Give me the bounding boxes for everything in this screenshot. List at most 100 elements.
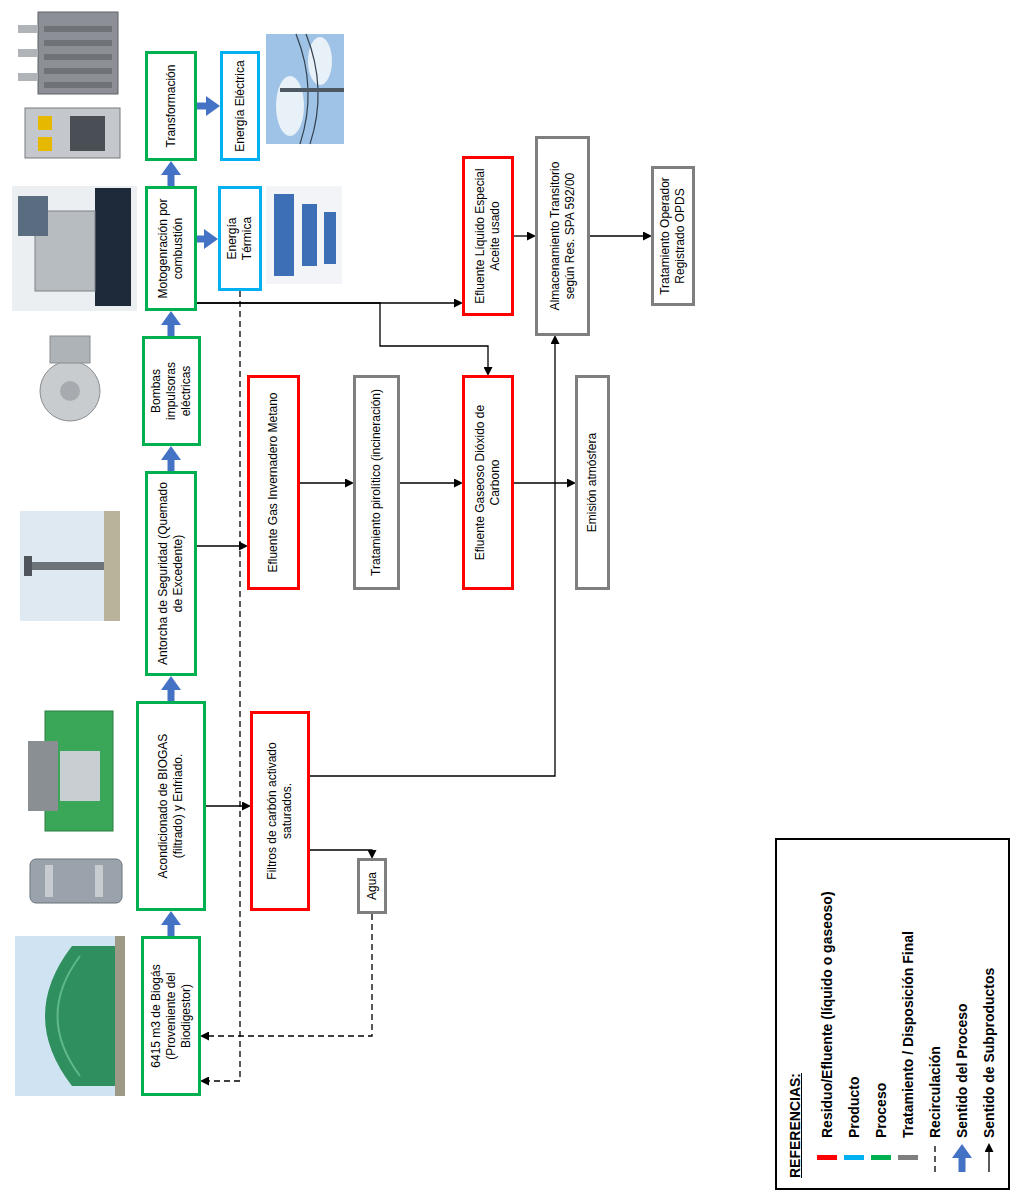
filter-photo-part [45,865,53,897]
legend-sample [924,1138,946,1178]
treatment-box: Almacenamiento Transitorio según Res. SP… [535,136,590,336]
power-lines-photo-part [308,37,332,85]
effluent-box: Efluente Líquido Especial Aceite usado [462,156,514,316]
biogas-tank-photo-part [15,936,125,1096]
blower-photo-part [40,361,100,421]
transformer-photo-part [18,73,38,81]
power-lines-photo [266,34,344,144]
filter-photo-part [95,865,103,897]
legend-box: REFERENCIAS: Residuo/Efluente (líquido o … [775,838,1010,1190]
process-box: Antorcha de Seguridad (Quemado de Excede… [145,471,197,676]
process-arrow [168,921,175,936]
treatment-box: Tratamiento Operador Registrado OPDS [651,166,695,306]
biogas-tank-photo-part [45,946,125,1086]
power-lines-photo-part [276,76,304,136]
legend-text: Proceso [873,1083,889,1138]
flare-photo-part [24,556,32,576]
legend-entry: Residuo/Efluente (líquido o gaseoso) [813,850,840,1178]
conditioning-skid-photo-part [60,751,100,801]
process-arrow [197,236,208,243]
engine-generator-photo-part [12,186,137,311]
flare-photo-part [24,562,114,570]
legend-sample [951,1138,973,1178]
legend-line-sample [951,1141,973,1175]
node-text: Antorcha de Seguridad (Quemado de Excede… [156,480,186,667]
legend-sample [843,1138,865,1178]
process-arrow [197,103,210,110]
legend-sample [978,1138,1000,1178]
legend-entry: Proceso [867,850,894,1178]
legend-entry: Recirculación [921,850,948,1178]
subproduct-arrow [590,235,647,236]
legend-swatch [844,1156,864,1161]
heat-exchanger-photo-part [266,186,342,284]
blower-photo [40,336,100,421]
process-arrow [168,171,175,186]
heat-exchanger-photo-part [274,194,294,276]
legend-text: Tratamiento / Disposición Final [900,931,916,1138]
treatment-box: Tratamiento pirolítico (incineración) [353,375,400,590]
transformer-photo-part [18,25,38,33]
process-arrow [168,456,175,471]
heat-exchanger-photo-part [302,204,317,266]
subproduct-arrow [310,340,555,776]
node-text: Energía Eléctrica [233,60,248,151]
node-text: Energía Térmica [225,195,255,282]
process-arrow [168,686,175,701]
conditioning-skid-photo [28,711,113,831]
biogas-tank-photo-part [58,956,81,1076]
engine-generator-photo [12,186,137,311]
control-panel-photo-part [38,137,52,151]
treatment-box: Emisión atmósfera [575,375,610,590]
power-lines-photo-part [280,88,344,92]
process-box: Bombas impulsoras eléctricas [142,336,201,446]
transformer-photo-part [38,12,118,94]
power-lines-photo-part [266,34,344,144]
legend-text: Sentido de Subproductos [981,968,997,1138]
effluent-box: Filtros de carbón activado saturados. [250,711,310,911]
legend-line-sample [924,1141,946,1175]
biogas-tank-photo [15,936,125,1096]
legend-swatch [817,1156,837,1161]
control-panel-photo-part [70,116,105,151]
product-box: Energía Eléctrica [220,51,260,161]
transformer-photo-part [44,40,112,46]
node-text: Bombas impulsoras eléctricas [149,345,194,437]
engine-generator-photo-part [18,196,48,236]
recirculation-arrow [205,914,372,1036]
node-text: Transformación [164,65,179,148]
heat-exchanger-photo-part [324,212,336,264]
process-box: Acondicionado de BIOGAS (filtrado) y Enf… [136,701,206,911]
recirculation-arrow-sample [934,1144,935,1172]
flare-photo-part [20,511,120,621]
legend-entry: Producto [840,850,867,1178]
effluent-box: Efluente Gaseoso Dióxido de Carbono [462,375,514,590]
treatment-box: Agua [357,858,387,914]
blower-photo-part [50,336,90,363]
flare-photo-part [104,511,120,621]
legend-swatch [898,1156,918,1161]
transformer-photo [18,12,118,94]
subproduct-arrow [300,482,349,483]
legend-text: Sentido del Proceso [954,1003,970,1138]
product-box: Energía Térmica [218,186,262,291]
legend-sample [816,1138,838,1178]
transformer-photo-part [44,68,112,74]
legend-sample [870,1138,892,1178]
process-arrow-sample [958,1154,965,1172]
legend-title: REFERENCIAS: [785,850,805,1178]
process-box: Motogenración por combustión [145,186,197,311]
node-text: Acondicionado de BIOGAS (filtrado) y Enf… [156,710,186,902]
subproduct-arrow [197,545,243,546]
flare-photo [20,511,120,621]
node-text: Tratamiento Operador Registrado OPDS [658,175,688,297]
conditioning-skid-photo-part [28,741,58,811]
legend-swatch [871,1156,891,1161]
blower-photo-part [60,381,80,401]
node-text: Motogenración por combustión [156,195,186,302]
legend-text: Producto [846,1077,862,1138]
filter-photo-part [30,859,122,903]
node-text: Almacenamiento Transitorio según Res. SP… [548,145,578,327]
subproduct-arrow [310,850,372,854]
